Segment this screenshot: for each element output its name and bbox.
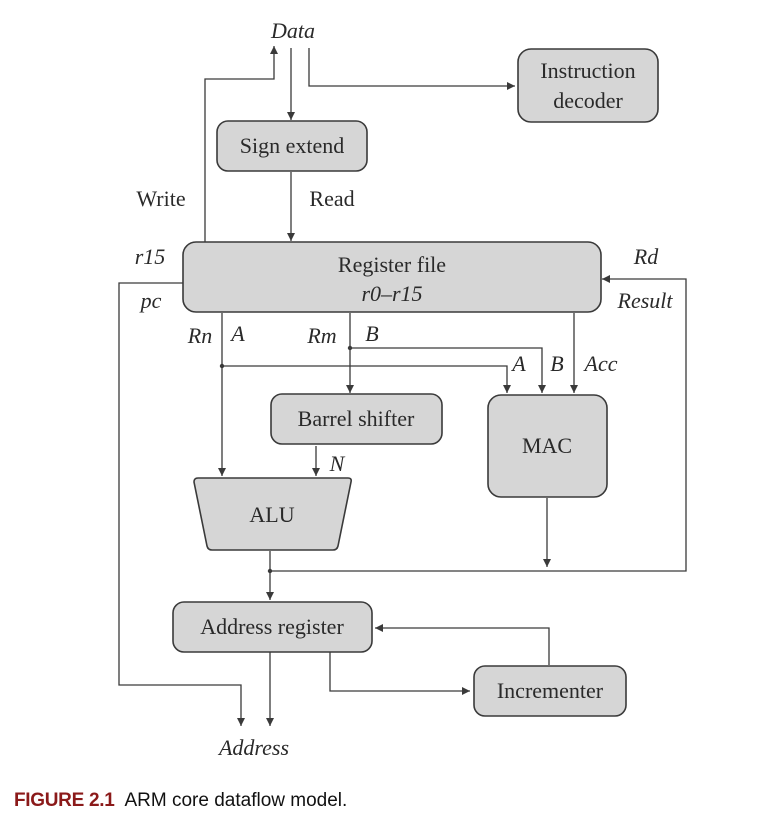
address-label: Address: [217, 735, 289, 760]
junction-b: [347, 345, 353, 351]
incrementer-label: Incrementer: [497, 678, 604, 703]
b-label: B: [365, 321, 378, 346]
data-label: Data: [270, 18, 315, 43]
n-label: N: [329, 451, 346, 476]
incrementer-block: Incrementer: [473, 665, 627, 717]
register-file-range: r0–r15: [361, 281, 422, 306]
a-label: A: [229, 321, 245, 346]
wire-a-to-mac: [222, 365, 511, 393]
mac-label: MAC: [522, 433, 572, 458]
address-register-label: Address register: [200, 614, 344, 639]
wire-incrementer-to-addr-reg: [375, 624, 550, 665]
barrel-shifter-label: Barrel shifter: [298, 406, 415, 431]
sign-extend-label: Sign extend: [240, 133, 345, 158]
mac-block: MAC: [487, 394, 608, 498]
wire-write: [204, 46, 278, 244]
junction-result: [267, 568, 273, 574]
read-label: Read: [309, 186, 354, 211]
figure-caption: FIGURE 2.1 ARM core dataflow model.: [14, 790, 347, 812]
wire-pc: [118, 282, 245, 726]
barrel-shifter-block: Barrel shifter: [270, 393, 443, 445]
mac-b-label: B: [550, 351, 563, 376]
wire-data-to-decoder: [308, 48, 515, 90]
wire-b-to-mac: [350, 347, 546, 393]
register-file-block: Register file r0–r15: [182, 241, 602, 313]
instruction-decoder-label-2: decoder: [553, 88, 623, 113]
address-register-block: Address register: [172, 601, 373, 653]
result-label: Result: [617, 288, 674, 313]
wire-result: [270, 275, 687, 572]
acc-label: Acc: [583, 351, 618, 376]
r15-label: r15: [135, 244, 166, 269]
wires: [118, 46, 687, 726]
rm-label: Rm: [306, 323, 336, 348]
register-file-label: Register file: [338, 252, 446, 277]
rd-label: Rd: [633, 244, 659, 269]
rn-label: Rn: [187, 323, 212, 348]
mac-a-label: A: [510, 351, 526, 376]
pc-label: pc: [139, 288, 162, 313]
write-label: Write: [136, 186, 185, 211]
junction-a: [219, 363, 225, 369]
instruction-decoder-block: Instruction decoder: [517, 48, 659, 123]
alu-label: ALU: [249, 502, 294, 527]
instruction-decoder-label-1: Instruction: [540, 58, 635, 83]
sign-extend-block: Sign extend: [216, 120, 368, 172]
alu-block: ALU: [193, 477, 352, 551]
figure-caption-text: ARM core dataflow model.: [124, 790, 348, 811]
wire-addr-reg-to-incrementer: [329, 652, 470, 695]
figure-number: FIGURE 2.1: [14, 790, 115, 811]
